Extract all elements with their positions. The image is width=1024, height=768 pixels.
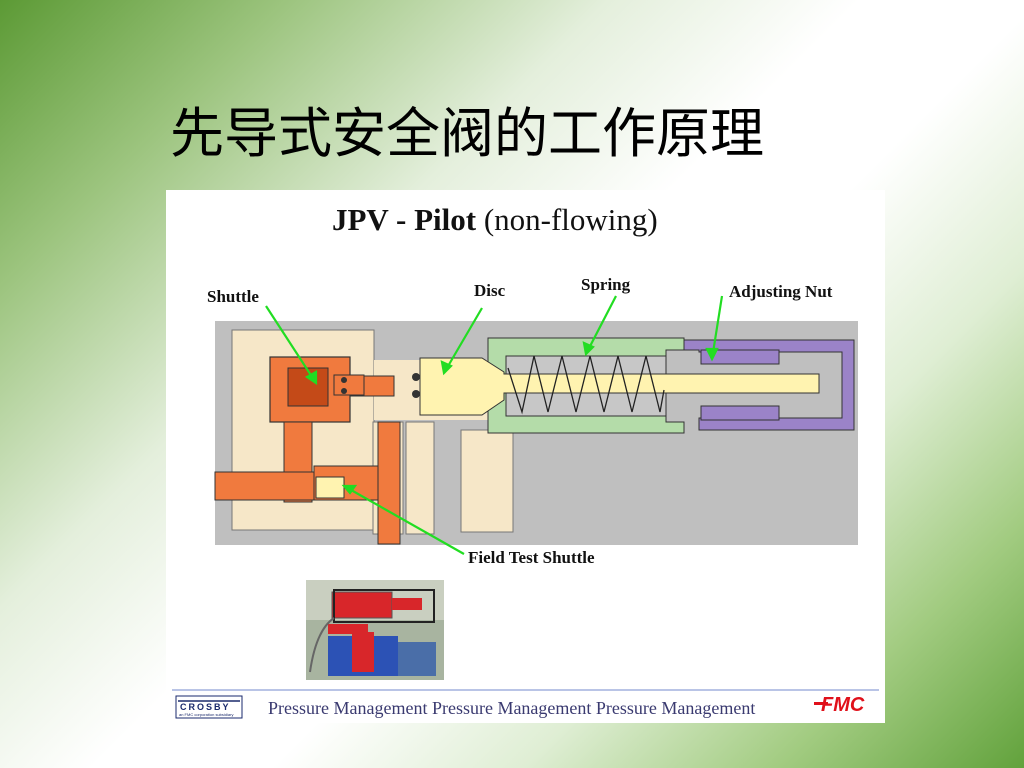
callout-disc: Disc: [474, 281, 506, 300]
field-test-shuttle: [315, 476, 345, 499]
disc: [419, 357, 820, 416]
port-3: [460, 429, 514, 533]
crosby-logo-text: CROSBY: [180, 702, 231, 712]
fmc-logo-text: FMC: [821, 694, 865, 716]
adjusting-nut: [683, 339, 855, 431]
crosby-logo-sub: an FMC corporation subsidiary: [179, 712, 233, 717]
port-2: [405, 421, 435, 535]
adjusting-nut-inner-top: [700, 349, 780, 365]
fmc-logo: FMC: [814, 694, 865, 716]
pilot-valve-diagram: JPV - Pilot (non-flowing): [172, 202, 879, 719]
footer-tagline: Pressure Management Pressure Management …: [268, 698, 755, 718]
callout-spring: Spring: [581, 275, 631, 294]
diagram-title: JPV - Pilot (non-flowing): [332, 202, 658, 237]
crosby-logo: CROSBY an FMC corporation subsidiary: [175, 695, 243, 719]
spring-coil: [507, 355, 665, 415]
adjusting-nut-inner-bottom: [700, 405, 780, 421]
callout-adjusting-nut: Adjusting Nut: [729, 282, 833, 301]
callout-field-test-shuttle: Field Test Shuttle: [468, 548, 595, 567]
valve-photo-thumbnail: [306, 580, 444, 680]
slide-title: 先导式安全阀的工作原理: [170, 102, 764, 165]
diagram-title-rest: (non-flowing): [484, 202, 658, 237]
shuttle-seat: [333, 373, 420, 398]
callout-shuttle: Shuttle: [207, 287, 259, 306]
diagram-title-bold: JPV - Pilot: [332, 202, 477, 237]
diagram-panel: JPV - Pilot (non-flowing): [166, 190, 885, 723]
leader-lines: [265, 295, 724, 555]
